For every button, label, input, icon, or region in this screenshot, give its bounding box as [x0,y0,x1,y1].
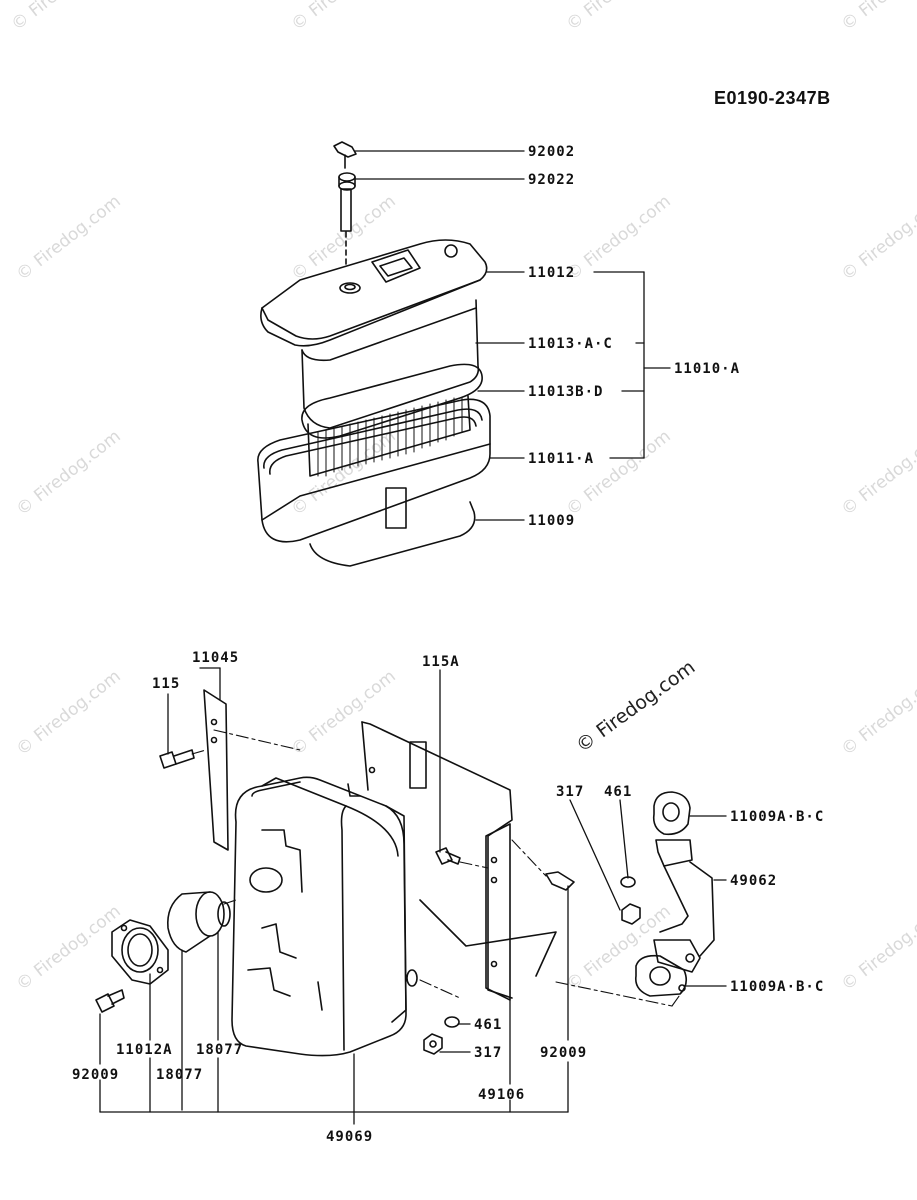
label-115a: 115A [422,654,460,670]
label-92009-left: 92009 [72,1067,120,1083]
label-49106: 49106 [478,1087,526,1103]
exhaust-pipe-49062 [653,839,715,973]
leader-lines-bottom [99,667,727,1125]
nut-317-upper [621,903,641,925]
label-11009: 11009 [528,513,576,529]
nut-317-lower [423,1033,443,1055]
label-11013b-d: 11013B·D [528,384,604,400]
alignment-lines [191,729,683,1007]
bolt-92009-left [95,989,125,1013]
gasket-11009a-lower [634,954,688,997]
label-92022: 92022 [528,172,576,188]
air-cleaner-base-11011 [257,398,491,543]
label-115: 115 [152,676,181,692]
label-11045: 11045 [192,650,240,666]
gasket-11009a-upper [652,791,691,836]
label-11009a-bc-lower: 11009A·B·C [730,979,825,995]
bracket-11045 [203,689,229,851]
bolt-115a [435,847,461,865]
leader-lines-top [354,150,671,521]
muffler-guard-11012a [111,919,169,985]
label-92002: 92002 [528,144,576,160]
muffler-49069 [231,776,418,1057]
label-92009-right: 92009 [540,1045,588,1061]
paper-element-11013b [301,363,483,477]
label-11010-a: 11010·A [674,361,741,377]
label-49069: 49069 [326,1129,374,1145]
label-461-upper: 461 [604,784,633,800]
diagram-code: E0190-2347B [714,88,831,108]
washer-461-lower [444,1016,460,1028]
label-11012: 11012 [528,265,576,281]
label-11012a: 11012A [116,1042,173,1058]
label-461-lower: 461 [474,1017,503,1033]
label-11009a-bc-upper: 11009A·B·C [730,809,825,825]
label-11013-ac: 11013·A·C [528,336,613,352]
spark-arrester-18077 [166,891,231,953]
label-49062: 49062 [730,873,778,889]
label-18077-upper: 18077 [196,1042,244,1058]
label-317-lower: 317 [474,1045,503,1061]
bolt-92009-right [545,871,575,891]
label-11011-a: 11011·A [528,451,595,467]
pre-cleaner-11013 [301,299,480,429]
bolt-115 [159,749,195,769]
air-cleaner-cover-11012 [260,239,488,347]
gasket-11009 [309,501,476,567]
wing-nut-92002 [333,141,357,169]
label-317-upper: 317 [556,784,585,800]
label-18077-lower: 18077 [156,1067,204,1083]
